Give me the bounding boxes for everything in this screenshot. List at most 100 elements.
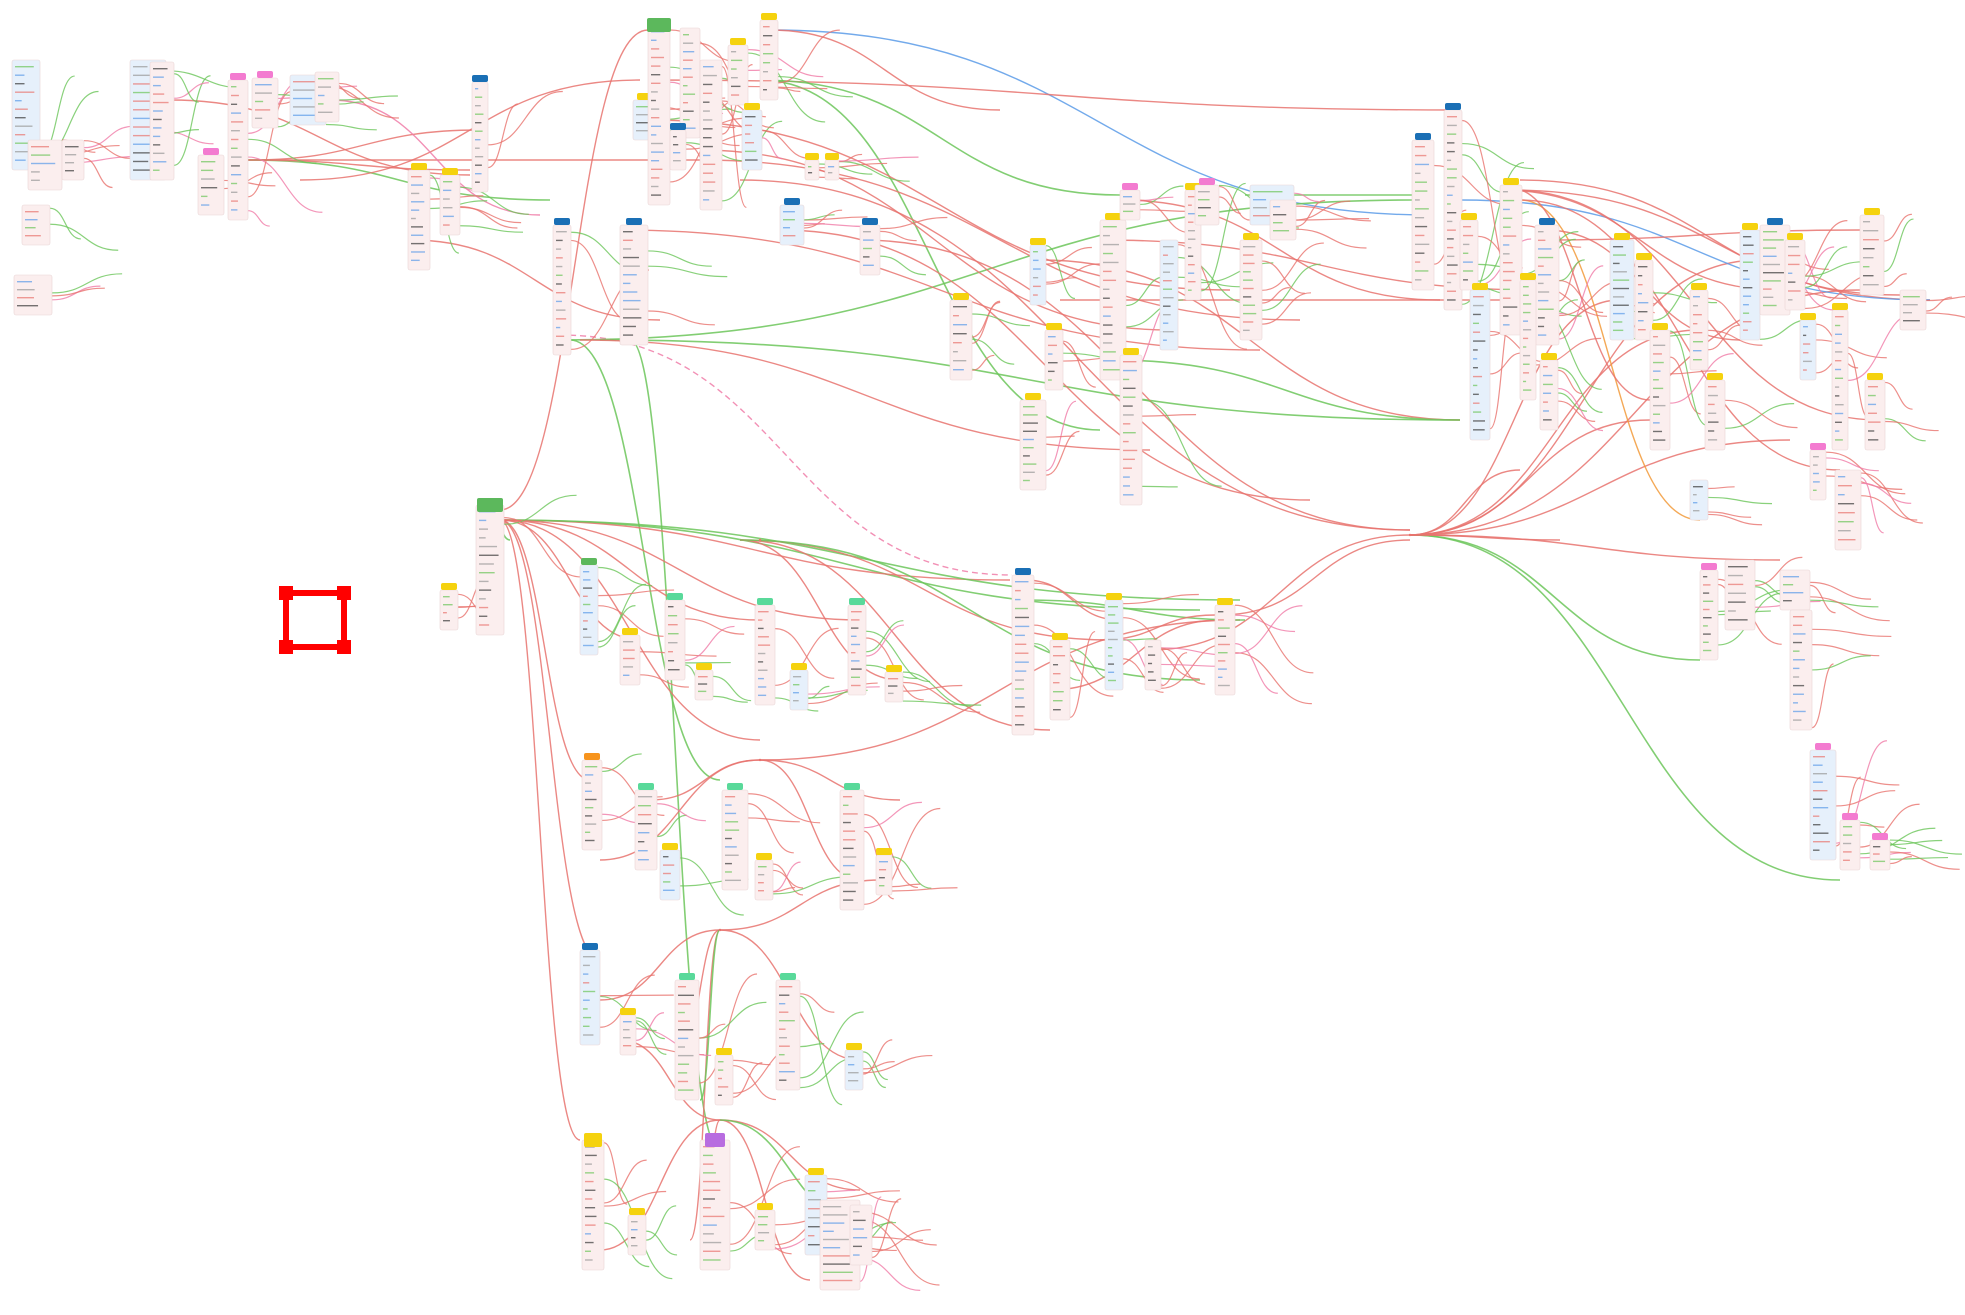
graph-node[interactable] [847, 598, 867, 696]
reroute-point[interactable] [1408, 533, 1412, 537]
node-header[interactable] [1106, 593, 1122, 600]
node-body[interactable] [1159, 239, 1179, 351]
node-body[interactable] [27, 139, 63, 191]
node-body[interactable] [849, 1204, 873, 1266]
graph-node[interactable] [619, 628, 641, 686]
graph-node[interactable] [13, 274, 53, 316]
graph-node[interactable] [1011, 568, 1035, 736]
node-body[interactable] [1689, 289, 1709, 371]
selection-handle-top-right[interactable] [337, 586, 351, 600]
graph-node[interactable] [875, 848, 893, 896]
node-body[interactable] [439, 174, 461, 236]
node-body[interactable] [1049, 639, 1071, 721]
node-body[interactable] [1834, 469, 1862, 551]
node-body[interactable] [1799, 319, 1817, 381]
node-body[interactable] [581, 759, 603, 851]
node-header[interactable] [1046, 323, 1062, 330]
graph-node[interactable] [1459, 213, 1479, 291]
selection-frame-icon[interactable] [279, 586, 351, 654]
graph-node[interactable] [775, 973, 801, 1091]
graph-node[interactable] [1019, 393, 1047, 491]
node-header[interactable] [1867, 373, 1883, 380]
node-header[interactable] [1800, 313, 1816, 320]
node-header[interactable] [1199, 178, 1215, 185]
graph-node[interactable] [949, 293, 973, 381]
node-body[interactable] [1724, 559, 1756, 631]
node-header[interactable] [1707, 373, 1723, 380]
graph-node[interactable] [1269, 199, 1297, 241]
node-header[interactable] [705, 1133, 725, 1147]
node-header[interactable] [727, 783, 743, 790]
graph-node[interactable] [1044, 323, 1064, 391]
node-body[interactable] [1144, 639, 1162, 691]
graph-node[interactable] [619, 1008, 637, 1056]
node-body[interactable] [1739, 229, 1761, 341]
node-header[interactable] [756, 853, 772, 860]
node-body[interactable] [679, 27, 701, 139]
node-header[interactable] [1842, 813, 1858, 820]
node-header[interactable] [1415, 133, 1431, 140]
graph-node[interactable] [552, 218, 572, 356]
node-header[interactable] [584, 1133, 602, 1147]
node-header[interactable] [1742, 223, 1758, 230]
node-header[interactable] [667, 593, 683, 600]
graph-node[interactable] [475, 498, 505, 636]
graph-node[interactable] [1789, 609, 1813, 731]
graph-node[interactable] [659, 843, 681, 901]
node-header[interactable] [1015, 568, 1031, 575]
node-header[interactable] [1691, 283, 1707, 290]
graph-node[interactable] [1864, 373, 1886, 451]
node-body[interactable] [619, 634, 641, 686]
node-body[interactable] [727, 44, 749, 106]
graph-node[interactable] [1869, 833, 1891, 871]
graph-node[interactable] [839, 783, 865, 911]
node-body[interactable] [1443, 109, 1463, 311]
node-body[interactable] [197, 154, 225, 216]
graph-node[interactable] [439, 583, 459, 631]
node-body[interactable] [804, 159, 820, 181]
node-header[interactable] [230, 73, 246, 80]
node-header[interactable] [203, 148, 219, 155]
graph-node[interactable] [1809, 743, 1837, 861]
node-header[interactable] [670, 123, 686, 130]
node-header[interactable] [647, 18, 671, 32]
graph-node[interactable] [439, 168, 461, 236]
graph-node[interactable] [1739, 223, 1761, 341]
graph-node[interactable] [699, 1133, 731, 1271]
node-header[interactable] [1461, 213, 1477, 220]
graph-node[interactable] [1724, 559, 1756, 631]
node-body[interactable] [475, 504, 505, 636]
graph-node[interactable] [1859, 208, 1885, 296]
node-body[interactable] [1839, 819, 1861, 871]
node-header[interactable] [441, 583, 457, 590]
graph-node[interactable] [1411, 133, 1435, 291]
node-body[interactable] [1119, 354, 1143, 506]
node-body[interactable] [859, 224, 881, 276]
graph-node[interactable] [679, 27, 701, 139]
node-header[interactable] [1614, 233, 1630, 240]
node-header[interactable] [1243, 233, 1259, 240]
graph-node[interactable] [1899, 289, 1927, 331]
graph-node[interactable] [1049, 633, 1071, 721]
node-header[interactable] [780, 973, 796, 980]
node-header[interactable] [257, 71, 273, 78]
node-header[interactable] [1520, 273, 1536, 280]
node-body[interactable] [824, 159, 840, 181]
node-body[interactable] [227, 79, 249, 221]
graph-node[interactable] [804, 153, 820, 181]
node-header[interactable] [1832, 303, 1848, 310]
graph-node[interactable] [1704, 373, 1726, 451]
node-header[interactable] [1636, 253, 1652, 260]
graph-node[interactable] [1119, 348, 1143, 506]
graph-node[interactable] [1159, 239, 1179, 351]
node-header[interactable] [582, 943, 598, 950]
graph-node[interactable] [251, 71, 279, 129]
node-header[interactable] [1767, 218, 1783, 225]
node-header[interactable] [953, 293, 969, 300]
node-body[interactable] [1469, 289, 1491, 441]
node-body[interactable] [659, 849, 681, 901]
node-body[interactable] [1459, 219, 1479, 291]
node-header[interactable] [1652, 323, 1668, 330]
node-body[interactable] [552, 224, 572, 356]
